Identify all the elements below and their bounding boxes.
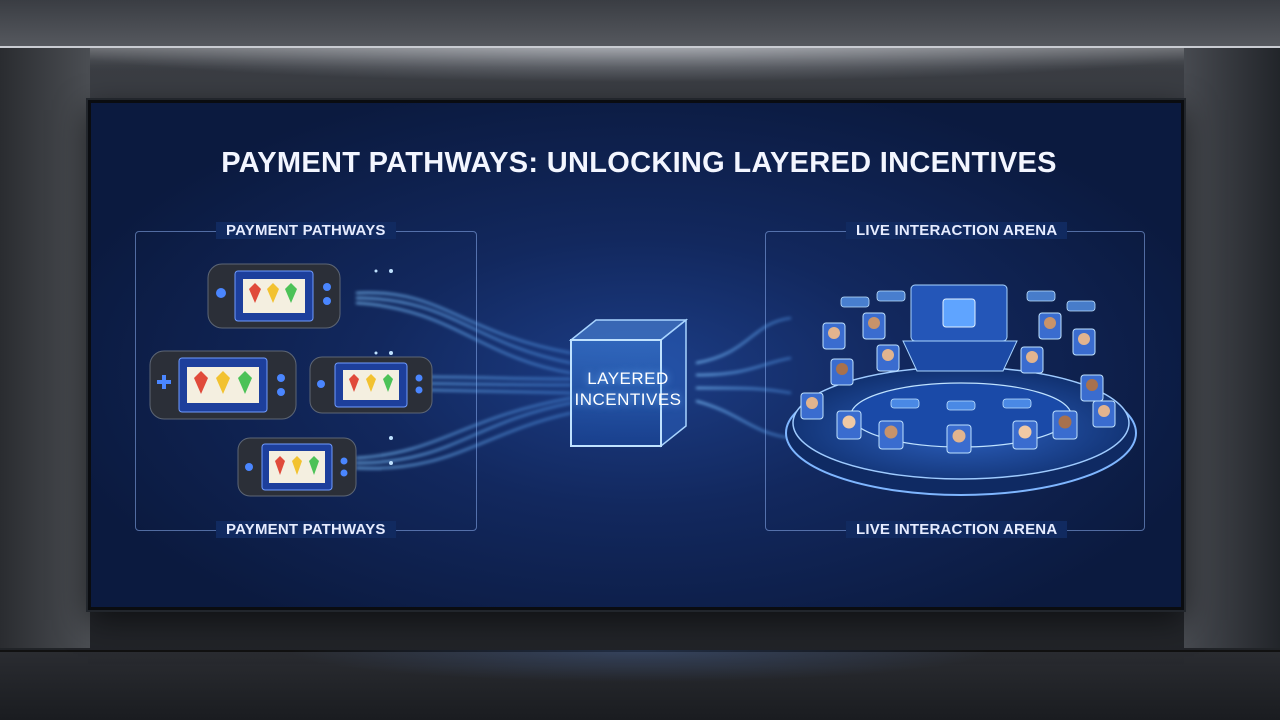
layered-incentives-cube-icon	[568, 318, 689, 448]
screen-display-icon	[902, 284, 1018, 372]
avatar-icon	[876, 344, 900, 372]
live-interaction-arena-label-top: LIVE INTERACTION ARENA	[846, 222, 1068, 239]
right-wall	[1184, 48, 1280, 648]
handheld-console-icon	[309, 356, 433, 414]
slot-reel-icon	[349, 374, 393, 392]
handheld-console-icon	[149, 350, 297, 420]
slot-reel-icon	[275, 456, 319, 475]
handheld-console-3	[309, 356, 433, 414]
payment-pathways-label-top: PAYMENT PATHWAYS	[216, 222, 396, 239]
page-title: PAYMENT PATHWAYS: UNLOCKING LAYERED INCE…	[221, 147, 1057, 179]
avatar-icon	[1038, 312, 1062, 340]
avatar-icon	[1012, 420, 1038, 450]
handheld-console-4	[237, 437, 357, 497]
display-screen: PAYMENT PATHWAYS: UNLOCKING LAYERED INCE…	[88, 100, 1184, 610]
floor	[0, 650, 1280, 720]
cube-label-line1: LAYERED	[587, 369, 669, 388]
avatar-icon	[1072, 328, 1096, 356]
handheld-console-icon	[207, 263, 341, 329]
handheld-console-2	[149, 350, 297, 420]
avatar-icon	[1092, 400, 1116, 428]
slot-reel-icon	[194, 371, 252, 394]
avatar-icon	[862, 312, 886, 340]
slot-reel-icon	[249, 283, 297, 303]
ceiling-light	[0, 0, 1280, 48]
cube-label: LAYERED INCENTIVES	[553, 368, 703, 410]
avatar-icon	[946, 424, 972, 454]
payment-pathways-label-bottom: PAYMENT PATHWAYS	[216, 521, 396, 538]
avatar-icon	[1020, 346, 1044, 374]
stadium-arena-icon	[785, 284, 1137, 496]
avatar-icon	[822, 322, 846, 350]
avatar-icon	[800, 392, 824, 420]
floor-glow	[200, 650, 1080, 720]
avatar-group	[800, 312, 1116, 454]
avatar-icon	[836, 410, 862, 440]
avatar-icon	[1080, 374, 1104, 402]
avatar-icon	[1052, 410, 1078, 440]
live-interaction-arena-label-bottom: LIVE INTERACTION ARENA	[846, 521, 1068, 538]
handheld-console-1	[207, 263, 341, 329]
handheld-console-icon	[237, 437, 357, 497]
left-wall	[0, 48, 90, 648]
avatar-icon	[830, 358, 854, 386]
avatar-icon	[878, 420, 904, 450]
cube-label-line2: INCENTIVES	[574, 390, 682, 409]
